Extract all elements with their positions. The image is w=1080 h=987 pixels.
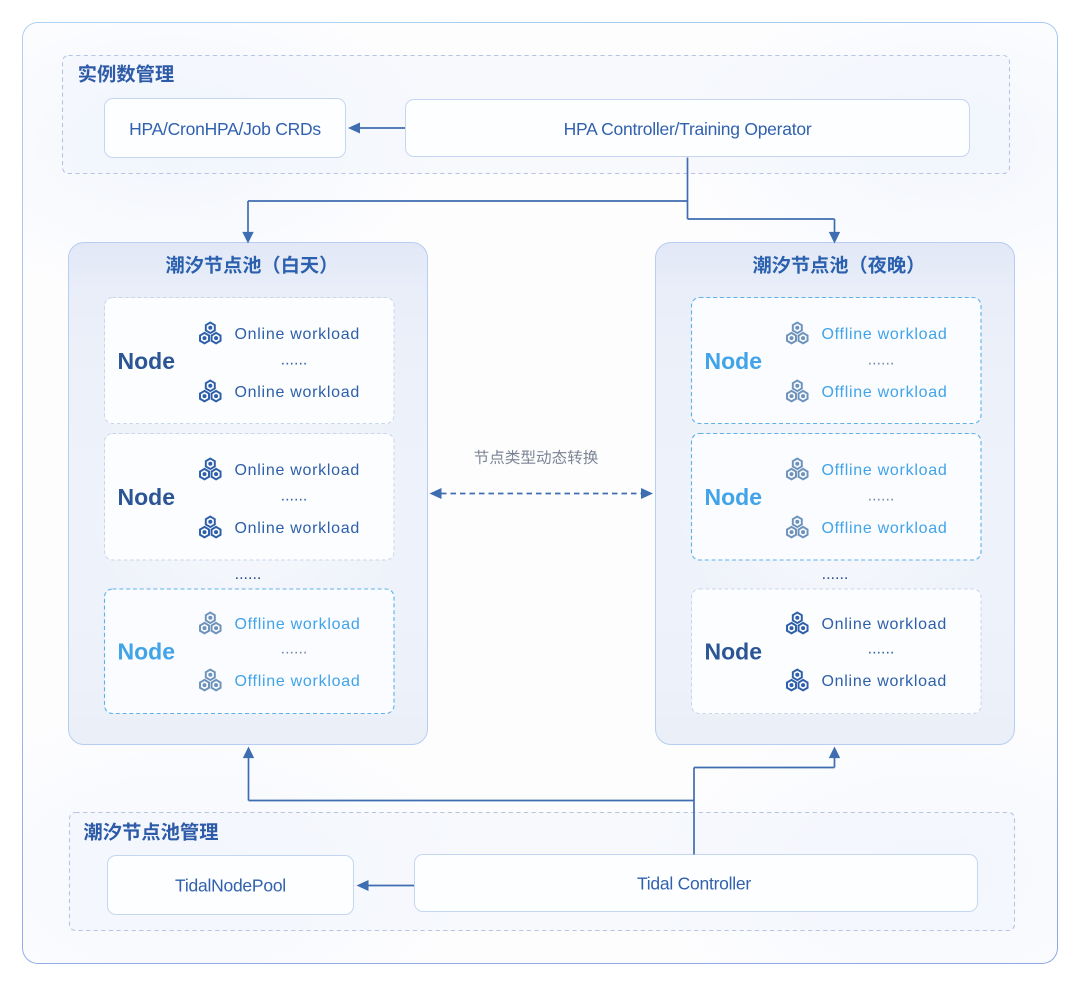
svg-text:TidalNodePool: TidalNodePool xyxy=(175,876,286,896)
svg-text:Tidal Controller: Tidal Controller xyxy=(637,874,751,894)
svg-text:Offline workload: Offline workload xyxy=(822,462,948,479)
svg-text:Node: Node xyxy=(705,348,763,374)
svg-text:Node: Node xyxy=(118,348,176,374)
svg-text:......: ...... xyxy=(281,351,308,368)
svg-text:......: ...... xyxy=(868,640,895,657)
svg-text:Online workload: Online workload xyxy=(822,673,948,690)
svg-text:Offline workload: Offline workload xyxy=(822,326,948,343)
svg-text:Offline workload: Offline workload xyxy=(235,616,361,633)
svg-text:Offline workload: Offline workload xyxy=(235,673,361,690)
svg-text:......: ...... xyxy=(235,566,262,583)
svg-text:......: ...... xyxy=(281,640,308,657)
svg-text:Online workload: Online workload xyxy=(822,616,948,633)
svg-text:Offline workload: Offline workload xyxy=(822,520,948,537)
svg-text:HPA/CronHPA/Job CRDs: HPA/CronHPA/Job CRDs xyxy=(129,119,321,139)
svg-text:HPA Controller/Training Operat: HPA Controller/Training Operator xyxy=(564,119,812,139)
svg-text:Online workload: Online workload xyxy=(235,520,361,537)
svg-text:Online workload: Online workload xyxy=(235,462,361,479)
svg-text:Online workload: Online workload xyxy=(235,384,361,401)
svg-text:Offline workload: Offline workload xyxy=(822,384,948,401)
svg-text:......: ...... xyxy=(822,566,849,583)
svg-text:......: ...... xyxy=(868,351,895,368)
svg-text:Node: Node xyxy=(118,639,176,665)
svg-text:Node: Node xyxy=(118,484,176,510)
svg-text:......: ...... xyxy=(868,487,895,504)
svg-text:Online workload: Online workload xyxy=(235,326,361,343)
svg-text:......: ...... xyxy=(281,487,308,504)
svg-text:Node: Node xyxy=(705,484,763,510)
svg-text:Node: Node xyxy=(705,639,763,665)
